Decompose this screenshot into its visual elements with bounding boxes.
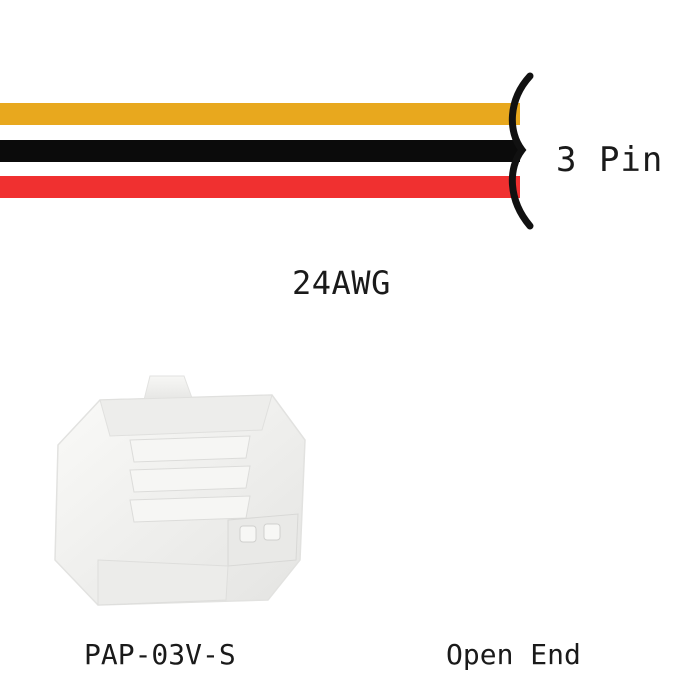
brace-icon [508, 72, 534, 230]
pin-count-label: 3 Pin [556, 140, 664, 180]
wire-black [0, 140, 520, 162]
wire-yellow [0, 103, 520, 125]
wire-bundle [0, 103, 520, 198]
connector-type-label: PAP-03V-S [84, 638, 236, 671]
wire-gauge-label: 24AWG [292, 264, 391, 302]
wire-red [0, 176, 520, 198]
open-end-label: Open End [446, 638, 581, 671]
connector-icon [54, 375, 306, 606]
